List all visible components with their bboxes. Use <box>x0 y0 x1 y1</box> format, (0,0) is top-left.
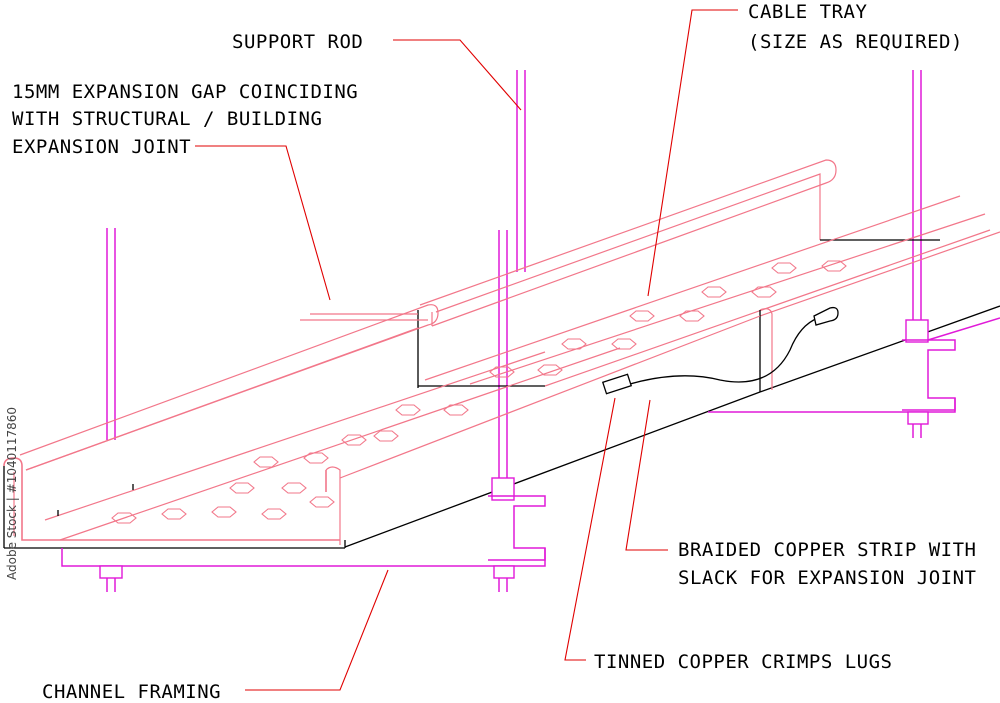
channel-framing <box>61 317 1000 592</box>
label-crimp-lugs: TINNED COPPER CRIMPS LUGS <box>594 651 892 673</box>
tray-perforations <box>111 260 847 524</box>
braided-copper-strip <box>601 306 839 395</box>
label-braided-strip-line2: SLACK FOR EXPANSION JOINT <box>678 567 976 589</box>
leader-lines <box>195 9 738 691</box>
annotations: SUPPORT ROD CABLE TRAY (SIZE AS REQUIRED… <box>12 1 976 703</box>
label-expansion-gap-line2: WITH STRUCTURAL / BUILDING <box>12 108 322 130</box>
label-braided-strip-line1: BRAIDED COPPER STRIP WITH <box>678 539 976 561</box>
stock-watermark-id: Adobe Stock | #1040117860 <box>5 407 19 580</box>
label-cable-tray: CABLE TRAY <box>748 1 867 23</box>
label-support-rod: SUPPORT ROD <box>232 31 363 53</box>
label-expansion-gap-line3: EXPANSION JOINT <box>12 136 191 158</box>
crimp-lug-right <box>813 306 839 326</box>
label-channel-framing: CHANNEL FRAMING <box>42 681 221 703</box>
label-expansion-gap-line1: 15MM EXPANSION GAP COINCIDING <box>12 81 358 103</box>
cable-tray-near-section <box>3 304 761 549</box>
label-cable-tray-size: (SIZE AS REQUIRED) <box>748 31 963 53</box>
cable-tray-far-section <box>417 159 1000 393</box>
crimp-lug-left <box>601 373 633 395</box>
expansion-gap <box>300 313 428 321</box>
